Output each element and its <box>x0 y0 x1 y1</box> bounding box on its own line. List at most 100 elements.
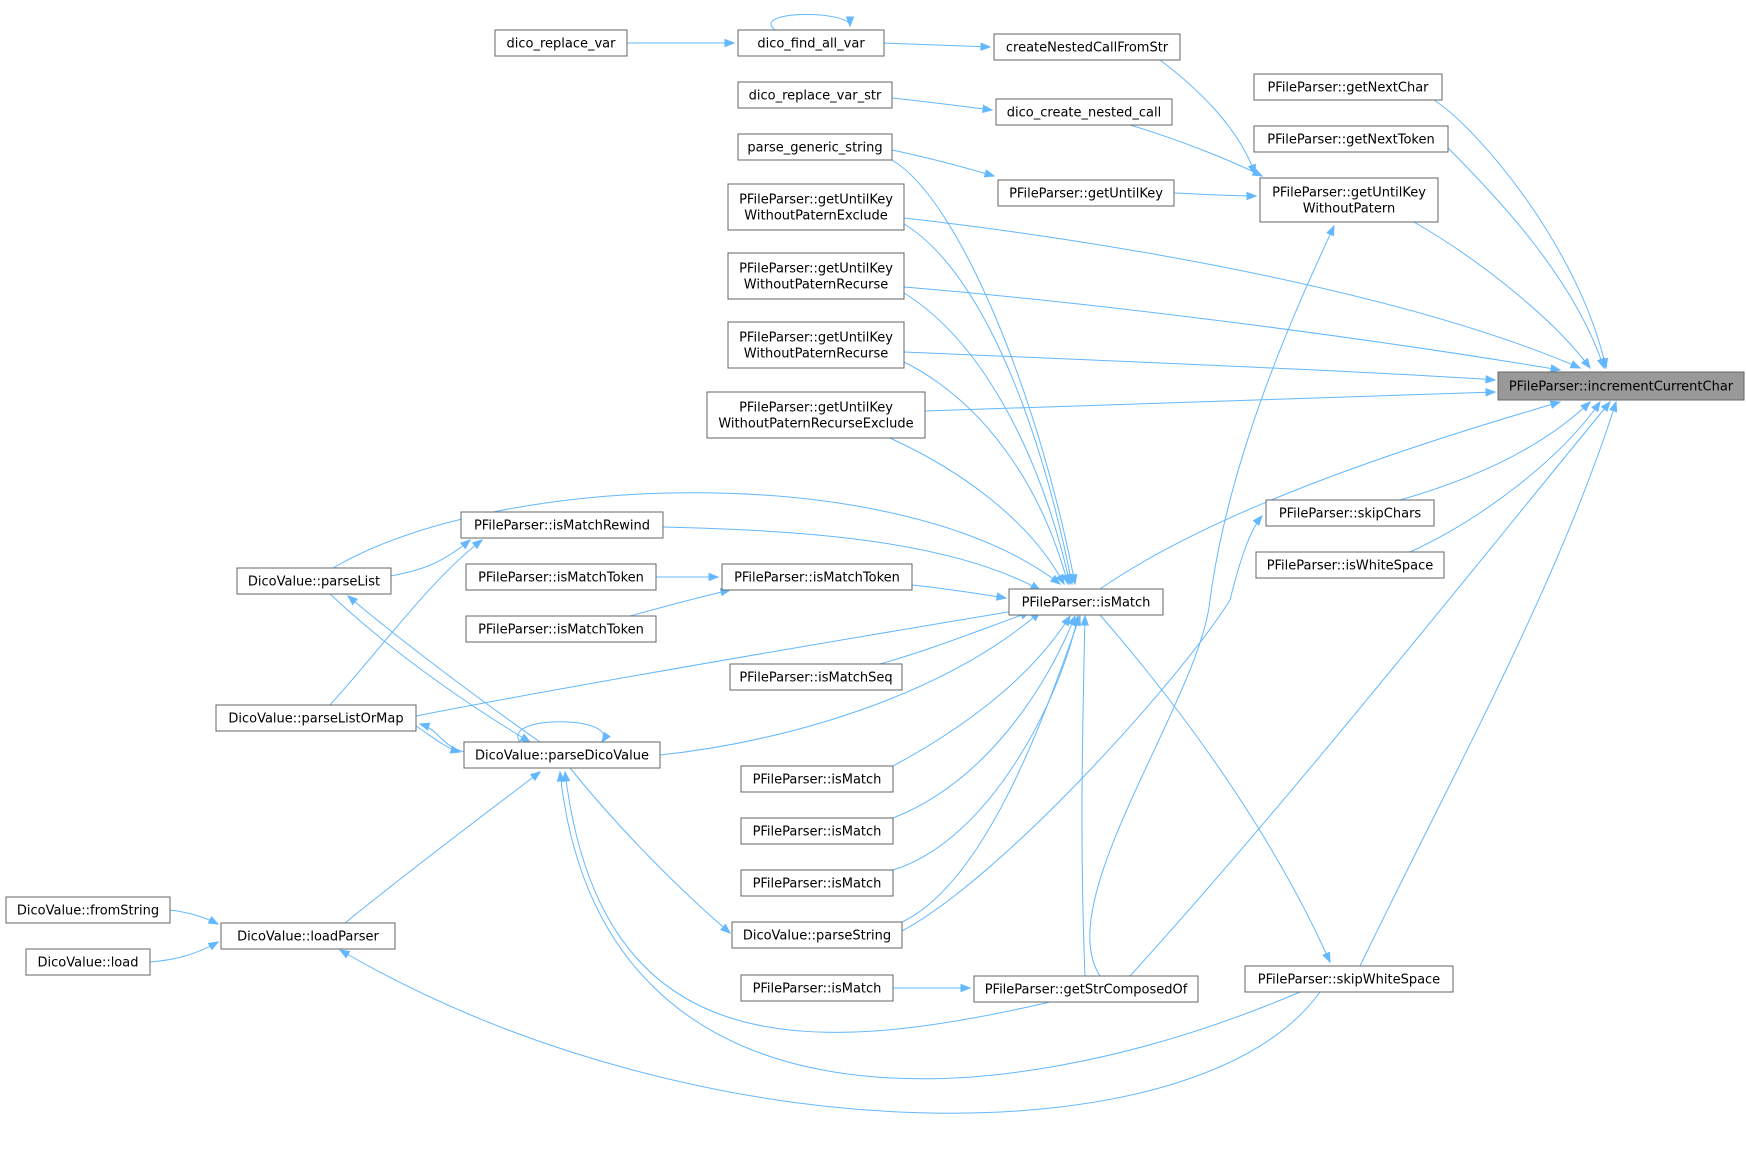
node-gukwpExclude[interactable]: PFileParser::getUntilKeyWithoutPaternExc… <box>727 183 905 231</box>
node-box <box>737 81 893 109</box>
edge-line <box>879 611 1031 665</box>
edge-line <box>891 149 995 177</box>
node-dico_find_all_var[interactable]: dico_find_all_var <box>737 29 885 57</box>
node-box <box>465 563 657 591</box>
edge-line <box>149 941 219 963</box>
edge-parseListOrMap-to-parseDicoValue <box>415 725 462 754</box>
edge-line <box>1129 124 1263 177</box>
edge-parseString-to-skipChars <box>899 514 1263 933</box>
node-parse_generic_string[interactable]: parse_generic_string <box>737 133 893 161</box>
node-gukwpRecurse1[interactable]: PFileParser::getUntilKeyWithoutPaternRec… <box>727 252 905 300</box>
edge-line <box>344 771 541 924</box>
edge-getUntilKey-to-getUntilKeyWithoutPatern <box>1173 191 1258 201</box>
graph-edges <box>149 13 1618 1114</box>
node-isMatchToken_l1[interactable]: PFileParser::isMatchToken <box>465 563 657 591</box>
node-dico_replace_var_str[interactable]: dico_replace_var_str <box>737 81 893 109</box>
node-isMatchToken_mid[interactable]: PFileParser::isMatchToken <box>721 563 913 591</box>
edge-isMatchToken_l1-to-isMatchToken_mid <box>656 572 720 582</box>
node-box <box>5 896 171 924</box>
node-label: PFileParser::getUntilKey <box>739 193 893 208</box>
edge-getUntilKeyWithoutPatern-to-incrementCurrentChar <box>1413 221 1591 370</box>
edge-skipChars-to-incrementCurrentChar <box>1399 401 1591 501</box>
edge-parseList-to-isMatchRewind <box>390 539 472 577</box>
node-getNextToken[interactable]: PFileParser::getNextToken <box>1253 125 1449 153</box>
edge-isWhiteSpace-to-incrementCurrentChar <box>1409 400 1601 553</box>
edge-line <box>891 159 1076 585</box>
graph-nodes: PFileParser::incrementCurrentCharPFilePa… <box>5 29 1745 1003</box>
node-getStrComposedOf[interactable]: PFileParser::getStrComposedOf <box>973 975 1199 1003</box>
edge-loadParser-to-parseDicoValue <box>344 771 542 924</box>
node-box <box>721 563 913 591</box>
node-isMatchToken_l2[interactable]: PFileParser::isMatchToken <box>465 615 657 643</box>
node-skipWhiteSpace[interactable]: PFileParser::skipWhiteSpace <box>1244 965 1454 993</box>
node-isMatch_d[interactable]: PFileParser::isMatch <box>740 974 894 1002</box>
node-box <box>706 391 926 439</box>
node-label: DicoValue::loadParser <box>237 930 379 945</box>
node-label: PFileParser::isMatch <box>1022 596 1151 611</box>
edge-gukwpRecurse2-to-isMatch_main <box>903 361 1070 586</box>
node-isMatch_a[interactable]: PFileParser::isMatch <box>740 765 894 793</box>
node-label: PFileParser::incrementCurrentChar <box>1509 380 1734 395</box>
edge-line <box>1413 221 1591 369</box>
node-label: DicoValue::parseList <box>248 575 380 590</box>
edge-arrowhead <box>1251 167 1264 177</box>
edge-line <box>1089 225 1335 977</box>
node-isMatchRewind[interactable]: PFileParser::isMatchRewind <box>460 511 664 539</box>
node-getNextChar[interactable]: PFileParser::getNextChar <box>1253 73 1443 101</box>
node-dico_replace_var[interactable]: dico_replace_var <box>494 29 628 57</box>
node-parseDicoValue[interactable]: DicoValue::parseDicoValue <box>463 741 661 769</box>
node-label: PFileParser::isMatch <box>753 825 882 840</box>
edge-skipWhiteSpace-to-loadParser <box>338 949 1321 1114</box>
edge-line <box>1359 401 1617 967</box>
edge-parseString-to-isMatch_main <box>901 614 1081 923</box>
node-skipChars[interactable]: PFileParser::skipChars <box>1265 499 1435 527</box>
node-box <box>727 183 905 231</box>
edge-arrowhead <box>338 949 351 959</box>
node-isMatch_main[interactable]: PFileParser::isMatch <box>1008 588 1164 616</box>
node-box <box>1253 125 1449 153</box>
node-fromString[interactable]: DicoValue::fromString <box>5 896 171 924</box>
edge-arrowhead <box>724 38 736 48</box>
node-label: dico_find_all_var <box>757 37 865 52</box>
edge-arrowhead <box>556 770 566 782</box>
node-gukwpRecurse2[interactable]: PFileParser::getUntilKeyWithoutPaternRec… <box>727 321 905 369</box>
edge-arrowhead <box>1549 364 1562 373</box>
edge-arrowhead <box>982 104 994 114</box>
edge-line <box>517 721 605 743</box>
node-label: parse_generic_string <box>747 141 882 156</box>
edge-line <box>889 437 1065 585</box>
node-box <box>1008 588 1164 616</box>
node-getUntilKey[interactable]: PFileParser::getUntilKey <box>997 179 1175 207</box>
node-isWhiteSpace[interactable]: PFileParser::isWhiteSpace <box>1255 551 1445 579</box>
node-loadParser[interactable]: DicoValue::loadParser <box>220 922 396 950</box>
node-createNestedCallFromStr[interactable]: createNestedCallFromStr <box>993 33 1181 61</box>
edge-line <box>1447 147 1605 369</box>
node-label: PFileParser::skipChars <box>1279 507 1422 522</box>
node-label: PFileParser::getUntilKey <box>739 401 893 416</box>
edge-parseList-to-parseDicoValue <box>329 593 532 743</box>
node-label: PFileParser::isMatchSeq <box>739 671 892 686</box>
edge-gukwpExclude-to-incrementCurrentChar <box>903 217 1582 369</box>
node-gukwpRecurseExclude[interactable]: PFileParser::getUntilKeyWithoutPaternRec… <box>706 391 926 439</box>
node-label: WithoutPaternExclude <box>744 209 887 224</box>
node-parseString[interactable]: DicoValue::parseString <box>731 921 903 949</box>
node-parseListOrMap[interactable]: DicoValue::parseListOrMap <box>215 704 417 732</box>
node-label: PFileParser::getStrComposedOf <box>985 983 1188 998</box>
node-parseList[interactable]: DicoValue::parseList <box>236 567 392 595</box>
edge-line <box>1129 401 1611 977</box>
node-label: PFileParser::isMatchRewind <box>474 519 650 534</box>
node-dico_create_nested_call[interactable]: dico_create_nested_call <box>995 98 1173 126</box>
node-isMatchSeq[interactable]: PFileParser::isMatchSeq <box>729 663 903 691</box>
edge-parseDicoValue-to-parseString <box>569 767 732 934</box>
edge-line <box>329 593 531 743</box>
node-isMatch_c[interactable]: PFileParser::isMatch <box>740 869 894 897</box>
edge-dico_replace_var_str-to-dico_create_nested_call <box>891 97 994 114</box>
node-isMatch_b[interactable]: PFileParser::isMatch <box>740 817 894 845</box>
edge-arrowhead <box>471 539 484 550</box>
node-load[interactable]: DicoValue::load <box>25 948 151 976</box>
node-box <box>997 179 1175 207</box>
edge-line <box>559 771 1301 1080</box>
node-incrementCurrentChar[interactable]: PFileParser::incrementCurrentChar <box>1497 371 1745 401</box>
node-box <box>494 29 628 57</box>
